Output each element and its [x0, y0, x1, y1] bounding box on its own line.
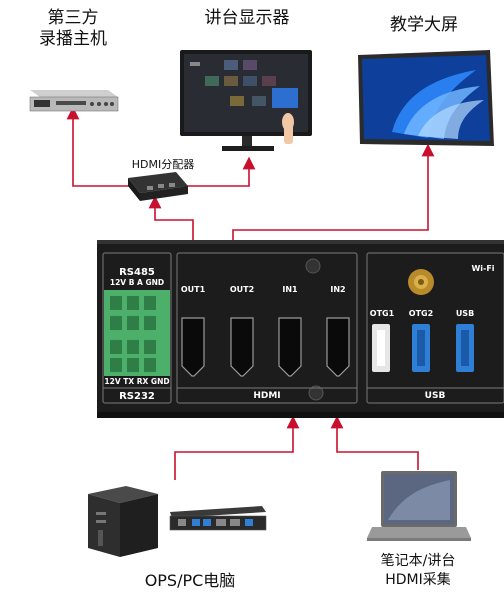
recorder-device: [29, 90, 119, 112]
hdmi-port-in1: IN1: [282, 285, 298, 294]
recorder-label-line1: 第三方: [47, 8, 99, 28]
device-rear-panel: [97, 240, 504, 418]
laptop-label-line1: 笔记本/讲台: [380, 553, 456, 569]
arrow-ops-to-in1: [174, 415, 300, 480]
usb-port-otg1: OTG1: [369, 309, 395, 318]
laptop-label-line2: HDMI采集: [385, 572, 451, 588]
hdmi-port-out1: OUT1: [180, 285, 206, 294]
rs485-pins: 12V B A GND: [109, 278, 165, 287]
hdmi-splitter-device: [128, 172, 188, 201]
ops-pc-device: [88, 486, 267, 557]
podium-display-label: 讲台显示器: [204, 8, 290, 28]
hdmi-port-in2: IN2: [330, 285, 346, 294]
ops-label: OPS/PC电脑: [144, 571, 236, 590]
splitter-label: HDMI分配器: [131, 158, 195, 171]
hdmi-port-out2: OUT2: [229, 285, 255, 294]
laptop-label: 笔记本/讲台 HDMI采集: [360, 552, 476, 590]
usb-title: USB: [424, 391, 446, 401]
arrow-out1-to-splitter: [148, 195, 194, 242]
rs232-title: RS232: [119, 391, 155, 402]
teaching-screen-label: 教学大屏: [390, 15, 458, 35]
podium-display-device: [180, 50, 312, 151]
rs485-title: RS485: [119, 267, 155, 278]
arrow-to-recorder: [66, 106, 130, 187]
wifi-label: Wi-Fi: [471, 264, 495, 273]
arrow-to-podium-display: [178, 156, 256, 187]
arrow-out2-to-screen: [232, 143, 435, 242]
laptop-device: [367, 471, 471, 541]
recorder-label-line2: 录播主机: [39, 29, 107, 49]
usb-port-otg2: OTG2: [408, 309, 434, 318]
rs232-pins: 12V TX RX GND: [104, 377, 170, 386]
hdmi-title: HDMI: [253, 391, 281, 401]
usb-port-usb: USB: [455, 309, 475, 318]
arrow-laptop-to-in2: [330, 415, 419, 470]
recorder-label: 第三方 录播主机: [22, 8, 124, 50]
teaching-screen-device: [358, 50, 494, 146]
